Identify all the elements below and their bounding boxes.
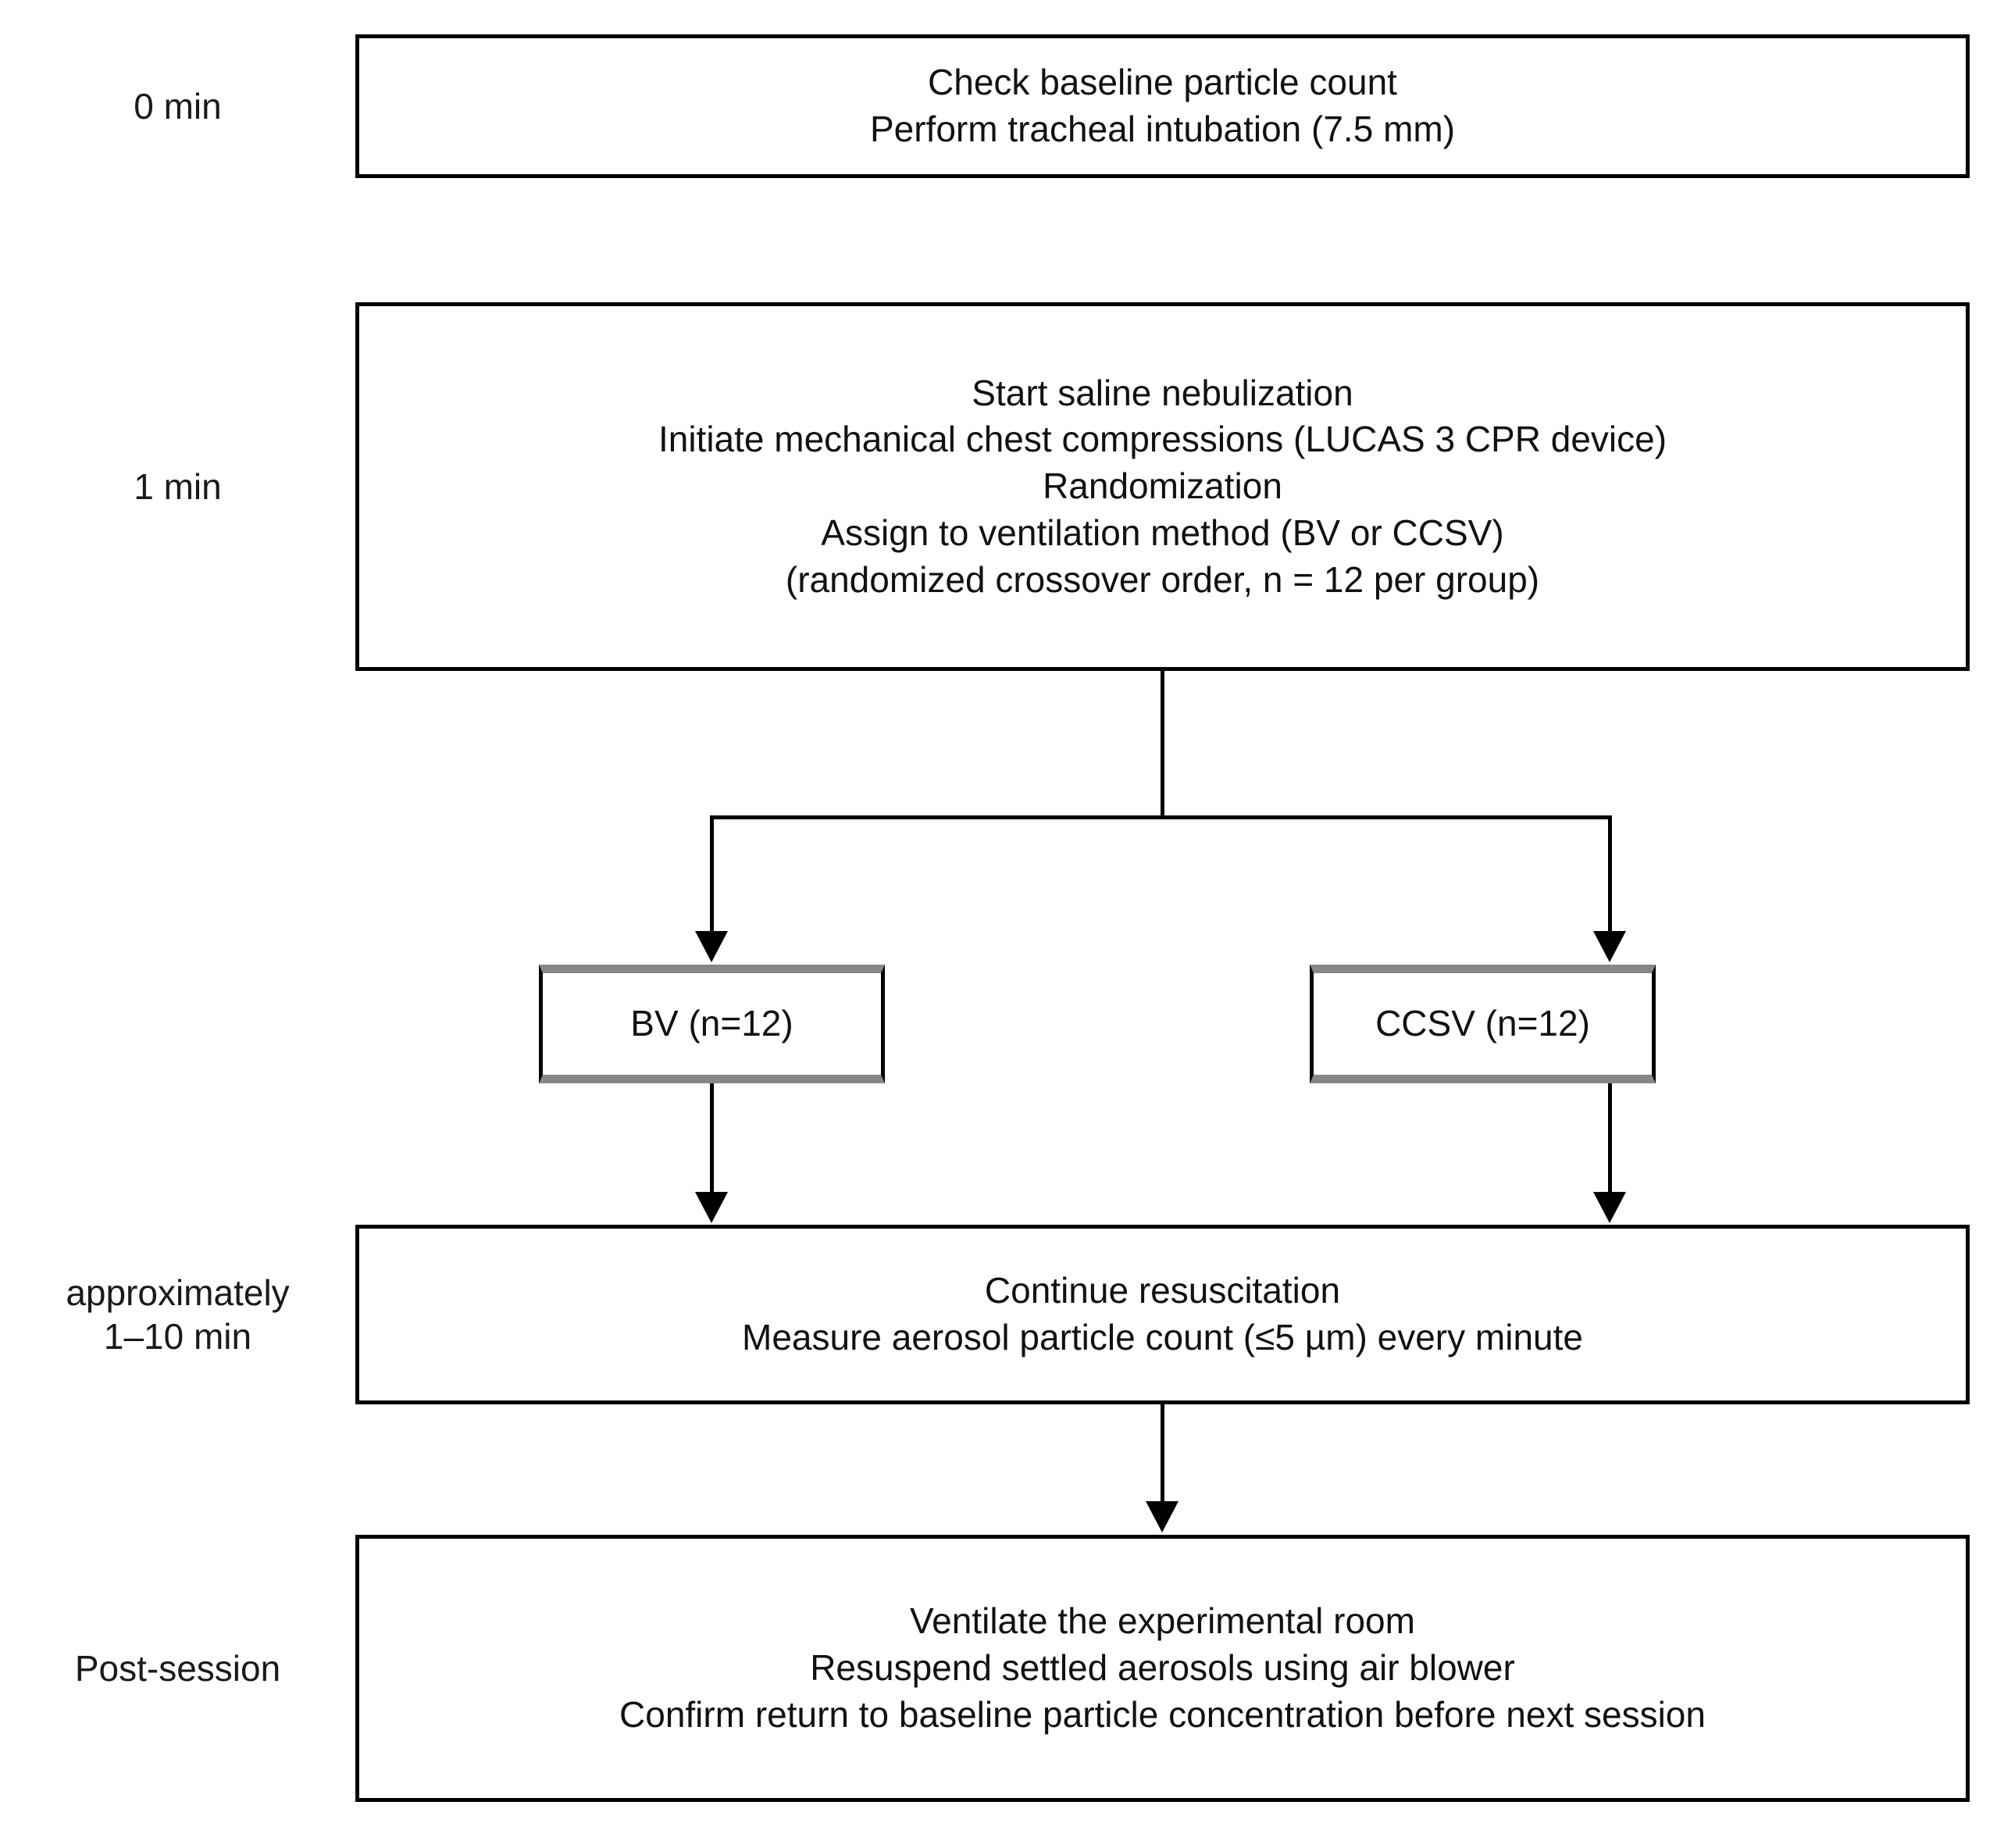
box-baseline-text: Check baseline particle count Perform tr… [869, 62, 1456, 149]
box-baseline: Check baseline particle count Perform tr… [355, 34, 1970, 178]
box-randomization: Start saline nebulization Initiate mecha… [355, 302, 1970, 671]
stage-label-0-min-text: 0 min [134, 85, 222, 127]
arrowhead-to-post-session [1146, 1501, 1179, 1532]
connector-ccsv-to-measurement [1608, 1083, 1612, 1193]
box-post-session-text: Ventilate the experimental room Resuspen… [619, 1600, 1706, 1735]
box-measurement: Continue resuscitation Measure aerosol p… [355, 1225, 1970, 1404]
box-randomization-text: Start saline nebulization Initiate mecha… [658, 372, 1667, 600]
connector-randomization-stem [1161, 671, 1164, 818]
stage-label-1-10-min-text: approximately 1–10 min [66, 1272, 290, 1357]
arrowhead-to-ccsv [1593, 931, 1626, 962]
connector-branch-left [710, 815, 714, 933]
stage-label-post-session: Post-session [0, 1535, 355, 1802]
arrowhead-ccsv-to-measurement [1593, 1192, 1626, 1223]
stage-label-1-10-min: approximately 1–10 min [0, 1225, 355, 1404]
stage-label-1-min: 1 min [0, 302, 355, 671]
stage-label-0-min: 0 min [0, 34, 355, 178]
arrowhead-to-bv [695, 931, 728, 962]
connector-branch-right [1608, 815, 1612, 933]
connector-measurement-to-post-session [1161, 1404, 1164, 1502]
arrowhead-bv-to-measurement [695, 1192, 728, 1223]
box-arm-ccsv: CCSV (n=12) [1310, 965, 1656, 1083]
box-arm-bv: BV (n=12) [539, 965, 885, 1083]
stage-label-1-min-text: 1 min [134, 466, 222, 507]
box-arm-ccsv-label: CCSV (n=12) [1375, 1003, 1590, 1044]
connector-split-bar [710, 815, 1612, 819]
box-arm-bv-label: BV (n=12) [630, 1003, 793, 1044]
box-post-session: Ventilate the experimental room Resuspen… [355, 1535, 1970, 1802]
stage-label-post-session-text: Post-session [74, 1647, 281, 1689]
connector-bv-to-measurement [710, 1083, 714, 1193]
box-measurement-text: Continue resuscitation Measure aerosol p… [742, 1270, 1583, 1357]
